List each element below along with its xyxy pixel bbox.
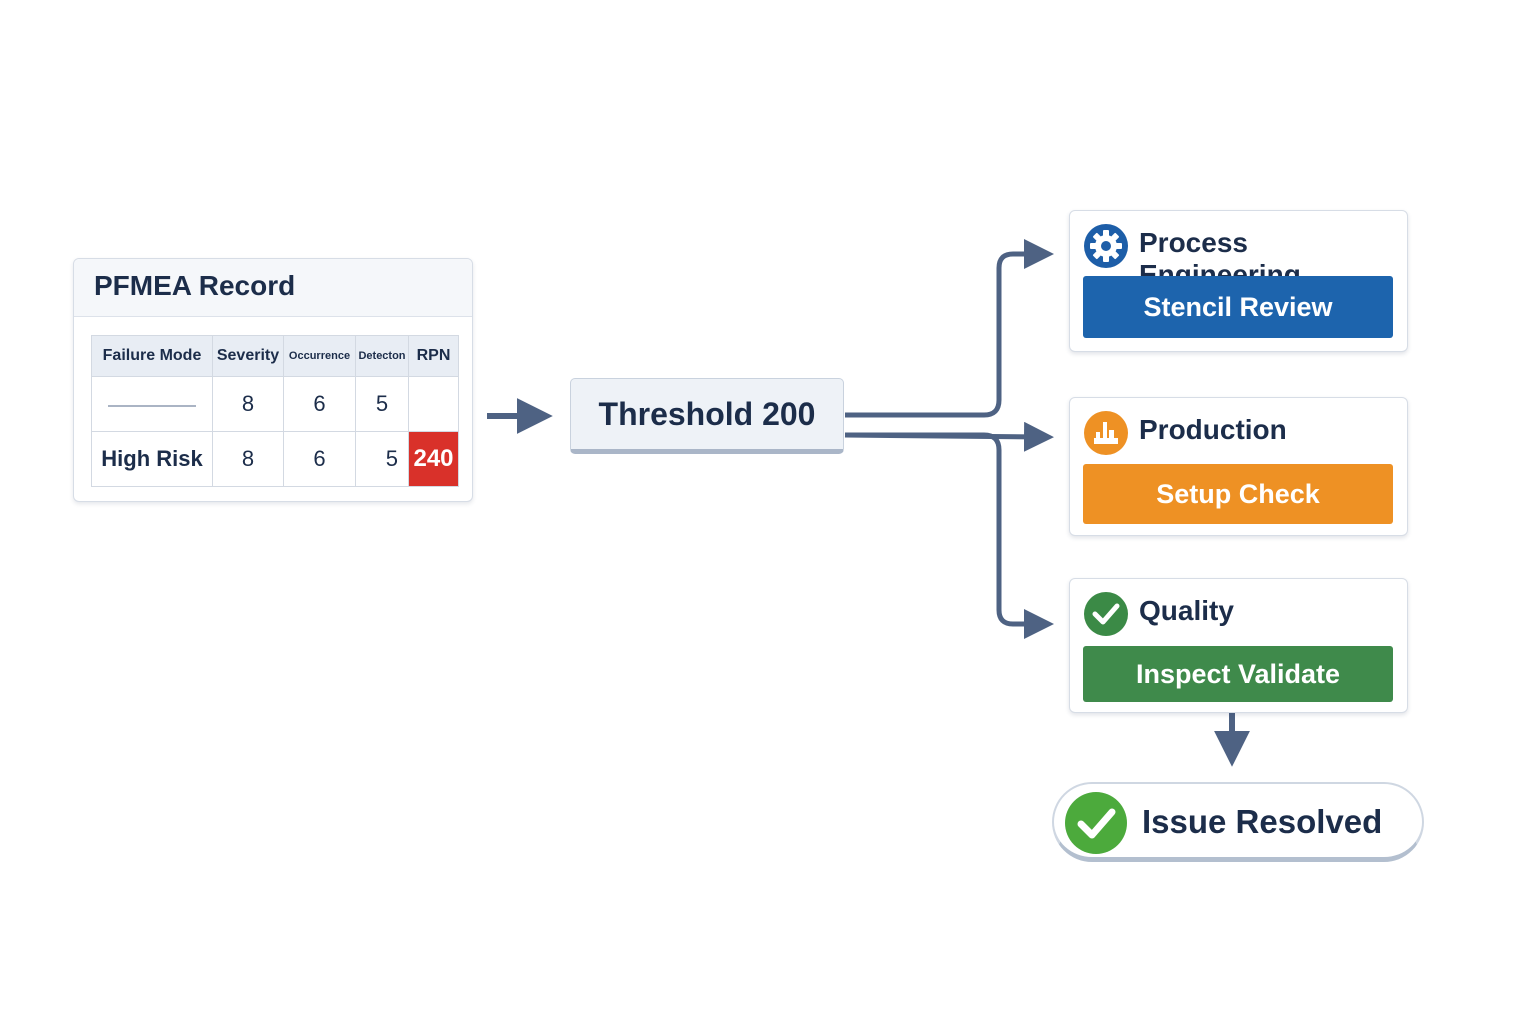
setup-check-button[interactable]: Setup Check [1083, 464, 1393, 524]
quality-card: Quality Inspect Validate [1069, 578, 1408, 713]
check-circle-icon [1084, 592, 1128, 636]
issue-resolved-node: Issue Resolved [1052, 782, 1424, 862]
table-header-row: Failure Mode Severity Occurrence Detecto… [91, 335, 459, 377]
factory-icon [1084, 411, 1128, 455]
check-circle-icon [1065, 792, 1127, 854]
department-title: Production [1139, 414, 1287, 445]
placeholder-line [108, 405, 196, 407]
col-header-occurrence: Occurrence [283, 335, 356, 377]
col-header-failure-mode: Failure Mode [91, 335, 213, 377]
col-header-severity: Severity [212, 335, 284, 377]
severity-cell: 8 [212, 376, 284, 432]
detection-cell: 5 [355, 431, 409, 487]
pfmea-table: Failure Mode Severity Occurrence Detecto… [91, 335, 459, 487]
pfmea-record-card: PFMEA Record Failure Mode Severity Occur… [73, 258, 473, 502]
table-row: High Risk 8 6 5 240 [91, 431, 459, 487]
inspect-validate-button[interactable]: Inspect Validate [1083, 646, 1393, 702]
threshold-node: Threshold 200 [570, 378, 844, 454]
rpn-high-cell: 240 [408, 431, 459, 487]
table-row: 8 6 5 [91, 376, 459, 432]
gear-icon [1084, 224, 1128, 268]
col-header-rpn: RPN [408, 335, 459, 377]
occurrence-cell: 6 [283, 431, 356, 487]
arrow-to-process-engineering [845, 239, 1055, 418]
col-header-detection: Detecton [355, 335, 409, 377]
production-card: Production Setup Check [1069, 397, 1408, 536]
arrow-to-quality [845, 432, 1055, 639]
detection-cell: 5 [355, 376, 409, 432]
failure-mode-cell: High Risk [91, 431, 213, 487]
severity-cell: 8 [212, 431, 284, 487]
process-engineering-card: Process Engineering Stencil Review [1069, 210, 1408, 352]
failure-mode-cell [91, 376, 213, 432]
occurrence-cell: 6 [283, 376, 356, 432]
issue-resolved-label: Issue Resolved [1142, 803, 1383, 840]
stencil-review-button[interactable]: Stencil Review [1083, 276, 1393, 338]
rpn-cell [408, 376, 459, 432]
department-title: Quality [1139, 595, 1234, 626]
pfmea-title: PFMEA Record [74, 259, 472, 317]
